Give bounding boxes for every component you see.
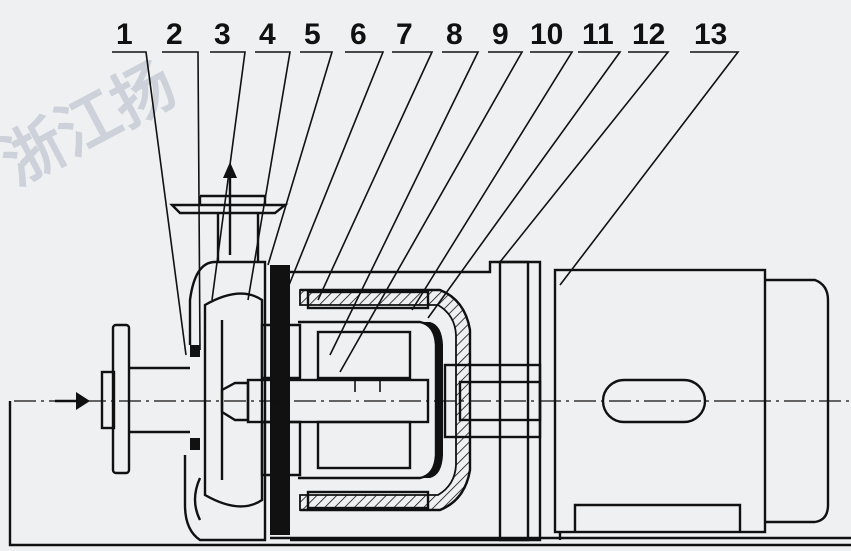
- part-number-13: 13: [694, 18, 727, 51]
- part-number-12: 12: [632, 18, 665, 51]
- part-number-2: 2: [166, 18, 183, 51]
- watermark-text: 浙江扬: [0, 47, 188, 199]
- suction-flange: [100, 323, 190, 475]
- part-number-6: 6: [350, 18, 367, 51]
- isolation-sleeve-seal: [270, 265, 290, 535]
- electric-motor: [553, 268, 830, 540]
- discharge-outlet: [169, 194, 289, 262]
- part-number-3: 3: [214, 18, 231, 51]
- outer-magnet-rotor: [306, 290, 430, 510]
- part-number-5: 5: [304, 18, 321, 51]
- part-number-11: 11: [582, 18, 614, 51]
- bracket-housing: [290, 260, 542, 542]
- outlet-arrow-icon: [223, 162, 237, 255]
- part-number-9: 9: [492, 18, 509, 51]
- part-number-labels: 1 2 3 4 5 6 7 8 9 10 11 12 13: [116, 18, 727, 51]
- part-number-10: 10: [530, 18, 563, 51]
- part-number-7: 7: [396, 18, 413, 51]
- part-number-8: 8: [446, 18, 463, 51]
- leader-lines: [112, 51, 740, 373]
- impeller: [190, 292, 264, 508]
- part-number-1: 1: [116, 18, 133, 51]
- isolation-sleeve: [298, 320, 443, 480]
- part-number-4: 4: [259, 18, 276, 51]
